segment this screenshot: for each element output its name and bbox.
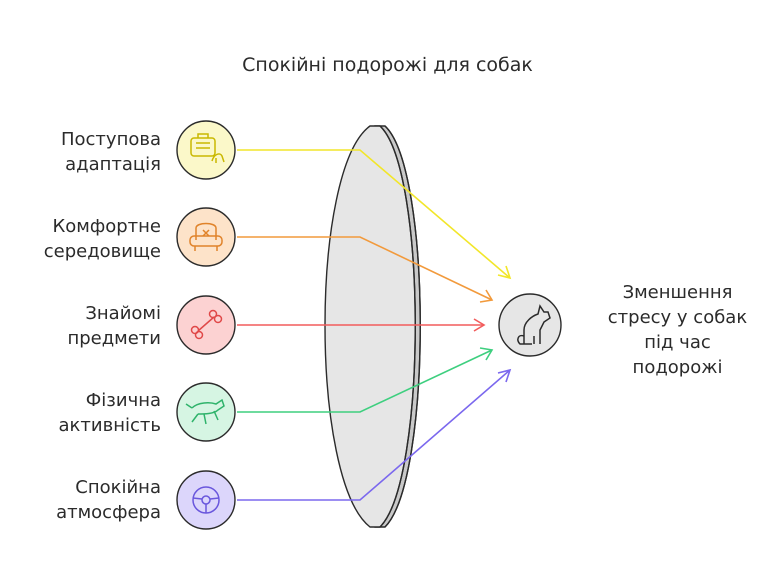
label-line: предмети [67,328,161,349]
steering-wheel-icon [192,486,220,514]
label-line: атмосфера [56,502,161,523]
label-line: Поступова [60,129,161,150]
result-label: Зменшення стресу у собак під час подорож… [590,280,765,380]
input-label-gradual-adaptation: Поступова адаптація [0,127,161,177]
result-line: Зменшення [622,282,733,303]
arrow-physical-activity [237,347,494,413]
result-line: під час [644,332,711,353]
bone-icon [190,309,223,340]
input-label-familiar-items: Знайомі предмети [0,301,161,351]
label-line: адаптація [65,154,161,175]
input-node-gradual-adaptation [176,120,236,180]
running-dog-icon [185,398,225,425]
diagram-title: Спокійні подорожі для собак [242,54,533,76]
result-line: подорожі [632,357,723,378]
label-line: Комфортне [52,216,161,237]
input-label-physical-activity: Фізична активність [0,388,161,438]
pet-carrier-icon [190,133,225,163]
sitting-dog-icon [517,304,551,345]
arrow-calm-atmosphere [237,368,512,501]
armchair-icon [189,222,223,251]
label-line: середовище [43,241,161,262]
input-node-physical-activity [176,382,236,442]
input-label-comfortable-environment: Комфортне середовище [0,214,161,264]
lens-shape [324,125,421,528]
label-line: Спокійна [75,477,161,498]
result-line: стресу у собак [607,307,748,328]
label-line: активність [58,415,161,436]
label-line: Знайомі [85,303,161,324]
input-node-comfortable-environment [176,207,236,267]
result-node [498,293,562,357]
connector-arrows [237,149,512,501]
arrow-comfortable-environment [237,236,494,303]
input-node-calm-atmosphere [176,470,236,530]
arrow-gradual-adaptation [237,149,512,280]
input-node-familiar-items [176,295,236,355]
label-line: Фізична [85,390,161,411]
input-label-calm-atmosphere: Спокійна атмосфера [0,475,161,525]
arrow-familiar-items [237,318,486,332]
